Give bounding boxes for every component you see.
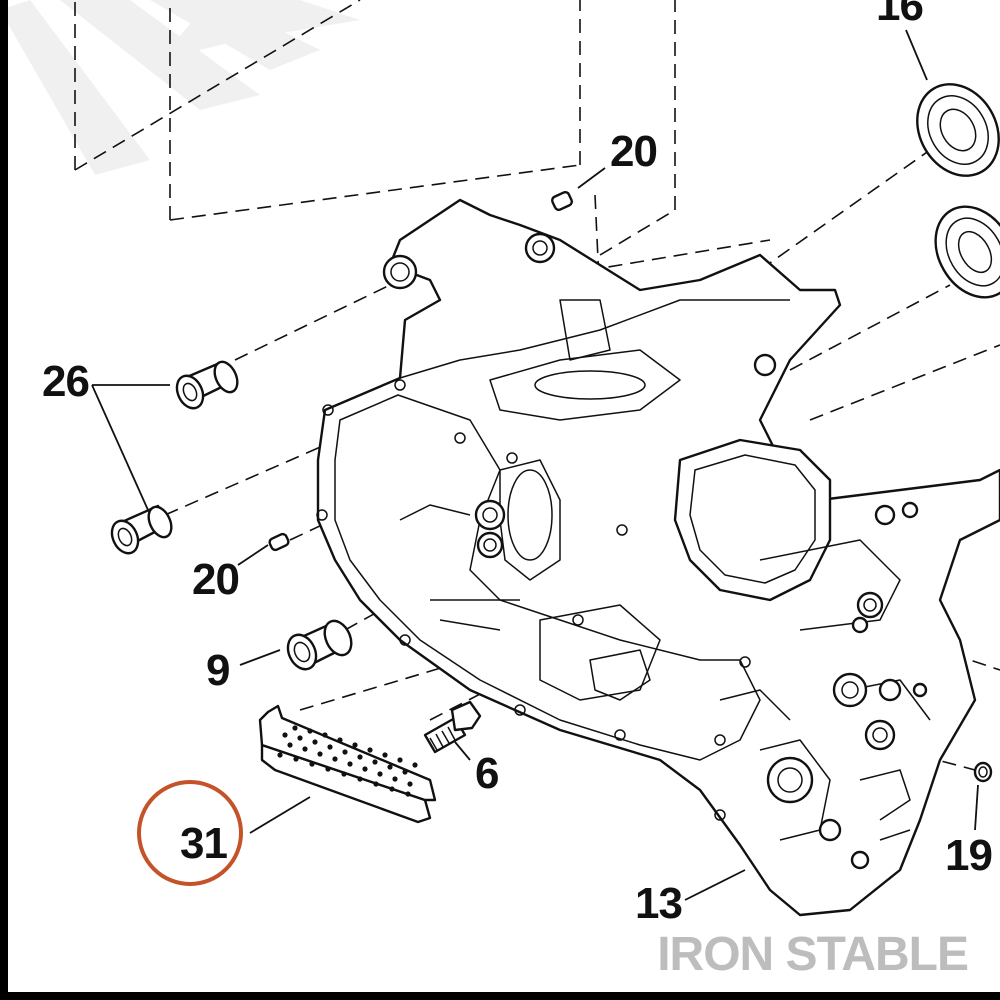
watermark-brand: IRON STABLE [657, 928, 968, 981]
callout-6: 6 [475, 749, 498, 798]
part-19-retaining-clip [973, 761, 993, 783]
screen-mesh [277, 725, 418, 797]
perimeter-bolt-holes [316, 379, 751, 821]
callout-9: 9 [206, 646, 229, 695]
callout-31: 31 [180, 819, 227, 868]
callout-19: 19 [945, 831, 992, 880]
part-6-stud [423, 700, 482, 754]
callout-20-lower: 20 [192, 555, 239, 604]
background-ghost-stripes [0, 0, 360, 175]
callout-20-upper: 20 [610, 127, 657, 176]
callout-leader-lines [91, 29, 979, 901]
callout-16: 16 [876, 0, 923, 30]
highlight-circle [137, 780, 243, 886]
callout-labels: 16 20 26 20 9 6 31 13 19 [42, 0, 993, 928]
part-16-bearing-seal [916, 83, 1000, 299]
part-9-sleeve [286, 619, 353, 671]
callout-13: 13 [635, 879, 682, 928]
part-31-oil-screen [258, 704, 437, 824]
part-26-bushing-upper [175, 360, 239, 410]
crankcase-housing [316, 198, 1000, 917]
part-20-dowel-pin-upper [551, 190, 573, 212]
part-20-dowel-pin-lower [268, 532, 290, 552]
part-26-bushing-lower [110, 504, 173, 555]
callout-26: 26 [42, 357, 89, 406]
